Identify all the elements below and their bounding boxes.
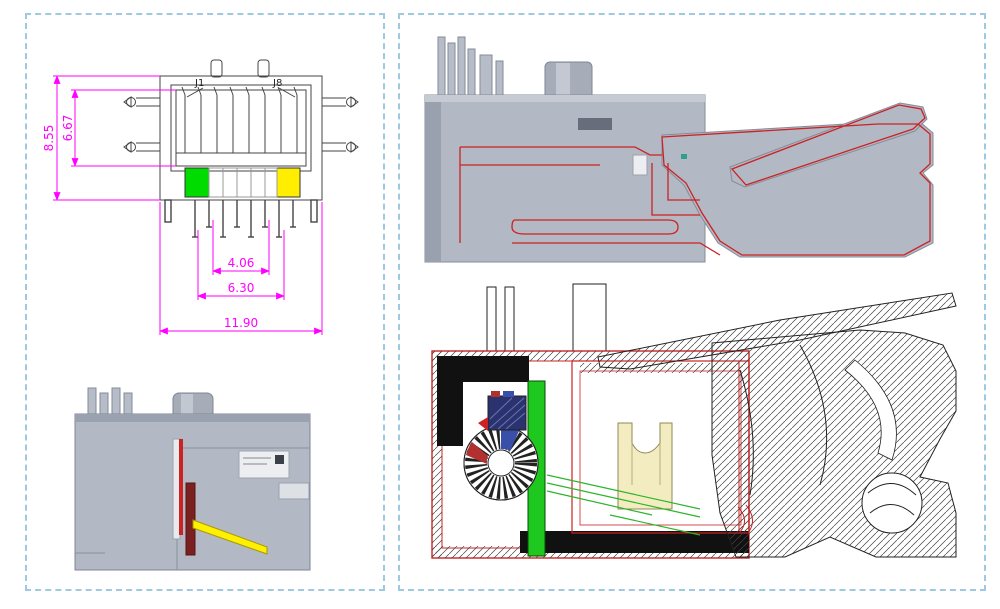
yellow-contact-pad bbox=[277, 168, 300, 197]
dim-inner-height: 6.67 bbox=[61, 115, 75, 142]
boot-circle bbox=[862, 473, 922, 533]
dimension-lines bbox=[53, 76, 322, 335]
wire-blue bbox=[503, 391, 514, 397]
black-shield-bottom bbox=[520, 531, 749, 553]
toroid-transformer bbox=[464, 426, 538, 500]
jack-left-face bbox=[425, 95, 441, 262]
port-opening bbox=[176, 90, 306, 166]
dim-outer-width: 11.90 bbox=[224, 316, 258, 330]
assembly-2d-section bbox=[432, 284, 956, 558]
green-contact-pad bbox=[185, 168, 209, 197]
solder-legs bbox=[165, 200, 317, 237]
side-clip-right-lower bbox=[322, 142, 358, 152]
red-contact-bar bbox=[179, 439, 183, 535]
housing-top-edge bbox=[75, 414, 310, 422]
side-protrusion bbox=[279, 483, 309, 499]
plug-body-hatched bbox=[712, 330, 956, 557]
left-drawing-panel: J1 J8 bbox=[25, 13, 385, 591]
bottom-recess bbox=[209, 168, 277, 197]
dimension-text: 8.55 6.67 4.06 6.30 11.90 bbox=[42, 115, 258, 330]
side-clip-left-upper bbox=[124, 97, 160, 107]
dim-inner-width: 6.30 bbox=[228, 281, 255, 295]
left-panel-canvas: J1 J8 bbox=[27, 15, 383, 589]
teal-marker bbox=[681, 154, 687, 159]
pin-label-j8: J8 bbox=[272, 78, 282, 89]
top-post-right bbox=[258, 60, 269, 77]
port-wall-outline bbox=[171, 85, 311, 171]
side-clip-left-lower bbox=[124, 142, 160, 152]
top-slot bbox=[578, 118, 612, 130]
pin-label-j1: J1 bbox=[194, 78, 204, 89]
wire-red bbox=[491, 391, 500, 397]
isometric-section-view bbox=[75, 388, 310, 570]
top-post-left bbox=[211, 60, 222, 77]
dim-outer-height: 8.55 bbox=[42, 125, 56, 152]
white-tab bbox=[633, 155, 647, 175]
sticker-mark bbox=[275, 455, 284, 464]
pin-comb bbox=[176, 87, 306, 153]
black-shield-top bbox=[437, 356, 529, 382]
dim-pin-span: 4.06 bbox=[228, 256, 255, 270]
through-pin-1 bbox=[487, 287, 496, 359]
assembly-3d-section bbox=[425, 37, 933, 262]
maroon-core-bar bbox=[186, 483, 195, 555]
jack-top-face bbox=[425, 95, 705, 102]
right-panel-canvas bbox=[400, 15, 984, 589]
housing-chimney bbox=[573, 284, 606, 352]
top-pins-3d bbox=[438, 37, 503, 101]
jack-body-3d bbox=[425, 95, 705, 262]
right-drawing-panel bbox=[398, 13, 986, 591]
through-pin-2 bbox=[505, 287, 514, 359]
cylinder-highlight-3d bbox=[556, 63, 570, 99]
white-slot bbox=[173, 439, 180, 539]
side-clip-right-upper bbox=[322, 97, 358, 107]
front-view-drawing bbox=[124, 60, 358, 237]
